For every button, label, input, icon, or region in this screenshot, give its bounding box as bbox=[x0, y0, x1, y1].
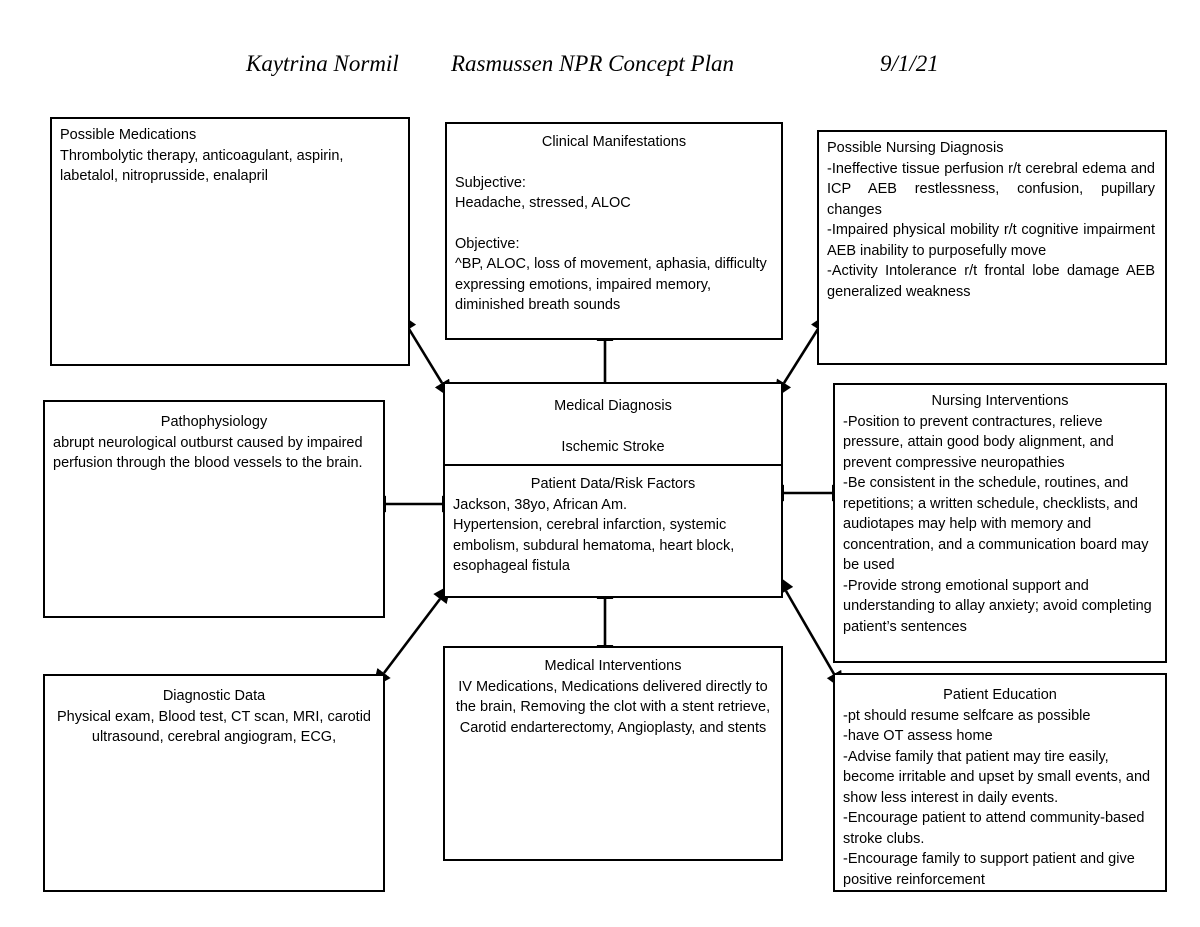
clinical-subjective-text: Headache, stressed, ALOC bbox=[455, 195, 631, 211]
box-title-clinical-manifestations: Clinical Manifestations bbox=[541, 134, 687, 150]
connector-nursing-diagnosis-to-diagnosis bbox=[774, 313, 828, 399]
box-title-diagnostic-data: Diagnostic Data bbox=[162, 688, 266, 704]
box-body-possible-nursing-diagnosis: -Ineffective tissue perfusion r/t cerebr… bbox=[827, 160, 1155, 300]
box-title-possible-nursing-diagnosis: Possible Nursing Diagnosis bbox=[827, 140, 1004, 156]
box-possible-medications[interactable]: Possible Medications Thrombolytic therap… bbox=[50, 117, 410, 366]
clinical-objective-label: Objective: bbox=[455, 235, 520, 252]
box-clinical-manifestations[interactable]: Clinical Manifestations Subjective: Head… bbox=[445, 122, 783, 340]
box-title-pathophysiology: Pathophysiology bbox=[160, 414, 268, 430]
box-pathophysiology[interactable]: Pathophysiology abrupt neurological outb… bbox=[43, 400, 385, 618]
connector-diagnostic-data-to-patient-data bbox=[372, 584, 452, 688]
box-title-medical-interventions: Medical Interventions bbox=[544, 658, 682, 674]
box-patient-education[interactable]: Patient Education -pt should resume self… bbox=[833, 673, 1167, 892]
box-title-nursing-interventions: Nursing Interventions bbox=[931, 393, 1069, 409]
box-body-medical-diagnosis: Ischemic Stroke bbox=[561, 438, 665, 455]
box-body-nursing-interventions: -Position to prevent contractures, relie… bbox=[843, 413, 1152, 635]
header-date: 9/1/21 bbox=[880, 51, 939, 76]
box-nursing-interventions[interactable]: Nursing Interventions -Position to preve… bbox=[833, 383, 1167, 663]
header-title: Rasmussen NPR Concept Plan bbox=[451, 51, 734, 76]
box-title-patient-education: Patient Education bbox=[943, 687, 1057, 703]
box-body-patient-data-risk-factors: Jackson, 38yo, African Am. Hypertension,… bbox=[453, 496, 735, 575]
connector-patient-education-to-patient-data bbox=[776, 574, 844, 691]
box-diagnostic-data[interactable]: Diagnostic Data Physical exam, Blood tes… bbox=[43, 674, 385, 892]
box-body-diagnostic-data: Physical exam, Blood test, CT scan, MRI,… bbox=[56, 708, 376, 746]
box-medical-diagnosis[interactable]: Medical Diagnosis Ischemic Stroke bbox=[443, 382, 783, 466]
document-header: Kaytrina Normil Rasmussen NPR Concept Pl… bbox=[0, 50, 1200, 86]
box-title-patient-data-risk-factors: Patient Data/Risk Factors bbox=[530, 476, 696, 492]
connector-medications-to-diagnosis bbox=[399, 313, 452, 399]
box-title-possible-medications: Possible Medications bbox=[60, 127, 197, 143]
clinical-subjective-label: Subjective: bbox=[455, 174, 526, 191]
box-possible-nursing-diagnosis[interactable]: Possible Nursing Diagnosis -Ineffective … bbox=[817, 130, 1167, 365]
box-body-patient-education: -pt should resume selfcare as possible -… bbox=[843, 707, 1151, 888]
box-patient-data-risk-factors[interactable]: Patient Data/Risk Factors Jackson, 38yo,… bbox=[443, 464, 783, 598]
box-title-medical-diagnosis: Medical Diagnosis bbox=[554, 398, 672, 414]
spacer bbox=[455, 214, 773, 234]
spacer bbox=[455, 153, 773, 173]
spacer bbox=[453, 417, 773, 437]
header-student-name: Kaytrina Normil bbox=[246, 51, 399, 76]
box-body-medical-interventions: IV Medications, Medications delivered di… bbox=[455, 678, 775, 736]
clinical-objective-text: ^BP, ALOC, loss of movement, aphasia, di… bbox=[455, 256, 771, 313]
box-body-pathophysiology: abrupt neurological outburst caused by i… bbox=[53, 434, 367, 472]
box-body-possible-medications: Thrombolytic therapy, anticoagulant, asp… bbox=[60, 147, 348, 185]
box-medical-interventions[interactable]: Medical Interventions IV Medications, Me… bbox=[443, 646, 783, 861]
